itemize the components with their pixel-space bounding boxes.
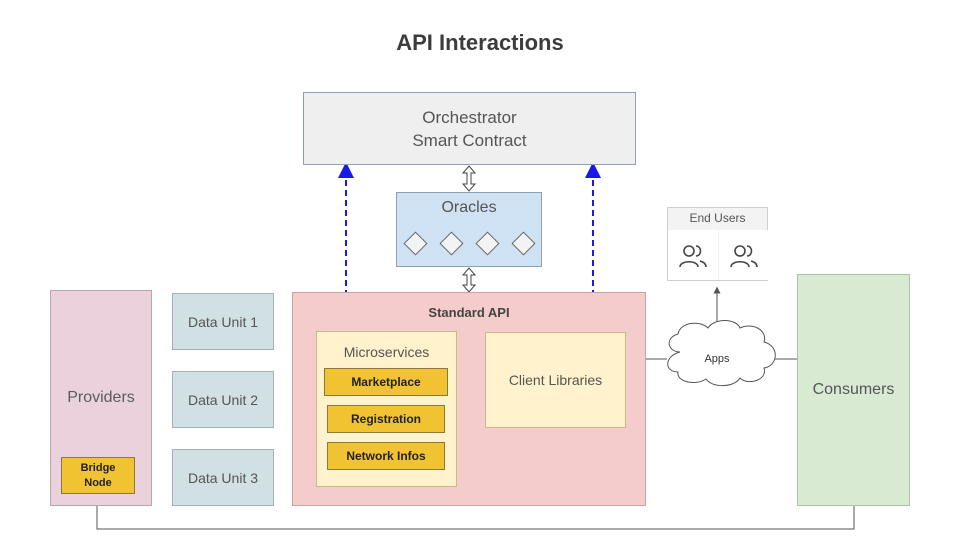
providers-label: Providers <box>67 389 135 406</box>
oracles-standard-api-connector <box>461 267 477 293</box>
node-label: Node <box>84 476 112 489</box>
oracle-diamond-icon <box>475 231 500 256</box>
users-icon <box>668 230 718 280</box>
network-infos-service: Network Infos <box>327 442 445 470</box>
end-users-box: End Users <box>667 207 769 281</box>
end-users-label: End Users <box>689 211 746 225</box>
smart-contract-label: Smart Contract <box>412 130 527 150</box>
oracle-diamond-icon <box>403 231 428 256</box>
orchestrator-oracles-connector <box>461 165 477 192</box>
data-unit-1: Data Unit 1 <box>172 293 274 350</box>
data-unit-3: Data Unit 3 <box>172 449 274 506</box>
apps-label: Apps <box>704 353 730 365</box>
orchestrator-label: Orchestrator <box>422 107 517 127</box>
microservices-box: Microservices Marketplace Registration N… <box>316 331 457 487</box>
bridge-label: Bridge <box>80 461 116 474</box>
oracles-label: Oracles <box>441 199 497 216</box>
oracle-diamond-icon <box>439 231 464 256</box>
registration-service: Registration <box>327 405 445 433</box>
apps-cloud <box>667 320 776 387</box>
standard-api-box: Standard API Microservices Marketplace R… <box>292 292 646 506</box>
client-libraries-box: Client Libraries <box>485 332 626 428</box>
providers-box: Providers Bridge Node <box>50 290 152 506</box>
oracles-box: Oracles <box>396 192 542 267</box>
oracle-diamond-icon <box>511 231 536 256</box>
microservices-label: Microservices <box>343 344 430 360</box>
diagram-title: API Interactions <box>396 30 564 55</box>
providers-consumers-line <box>96 506 855 530</box>
users-icon <box>719 230 769 280</box>
standard-api-label: Standard API <box>428 305 510 320</box>
orchestrator-smart-contract-box: Orchestrator Smart Contract <box>303 92 636 165</box>
consumers-box: Consumers <box>797 274 910 506</box>
marketplace-service: Marketplace <box>324 368 448 396</box>
data-unit-2: Data Unit 2 <box>172 371 274 428</box>
bridge-node-box: Bridge Node <box>61 457 135 494</box>
